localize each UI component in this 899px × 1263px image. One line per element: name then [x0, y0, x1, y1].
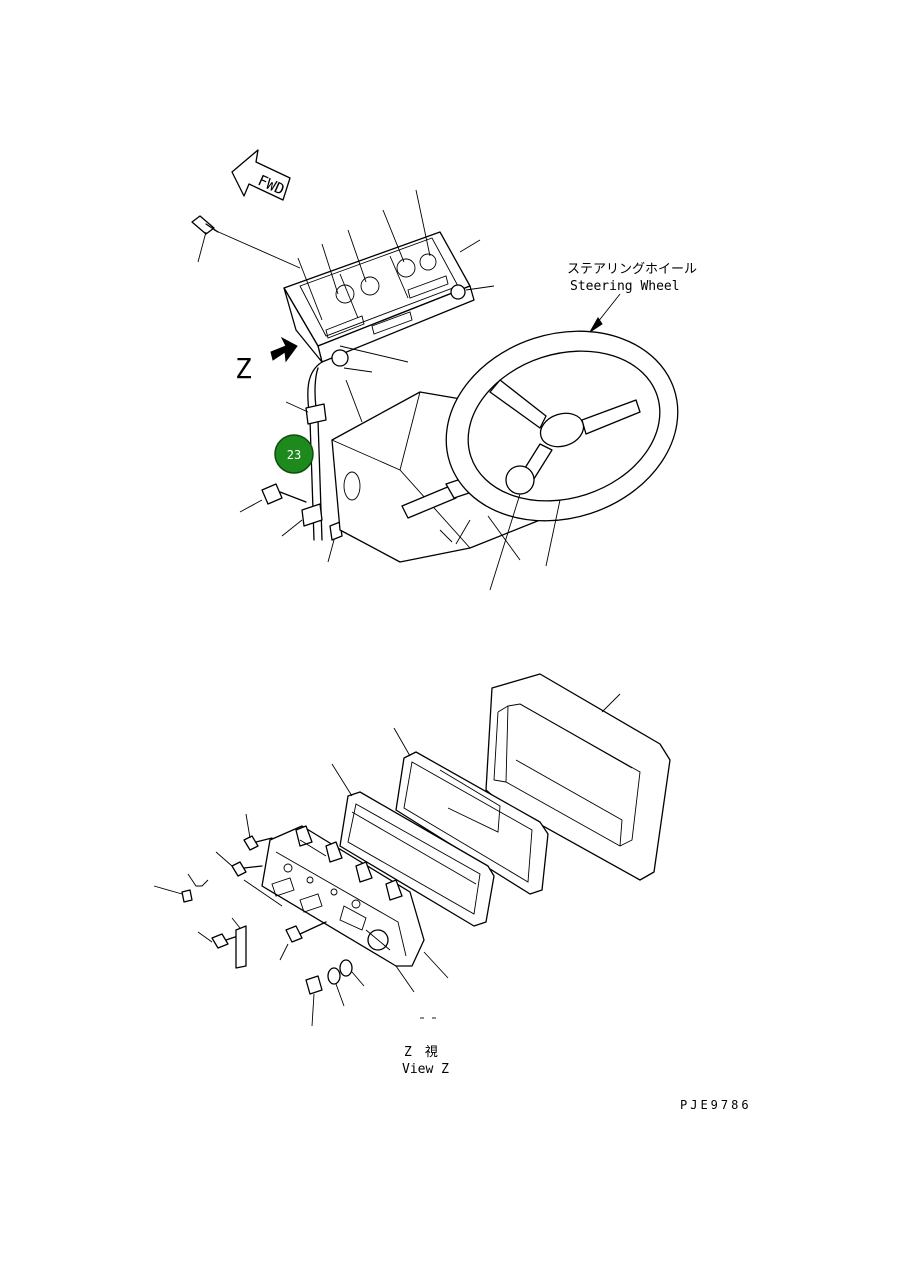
panel-cover [485, 673, 671, 881]
gasket [393, 727, 549, 895]
clamp-bolt-icon [239, 483, 343, 563]
lens-glass [331, 763, 495, 927]
view-direction-arrow-icon [270, 336, 298, 363]
fwd-arrow-icon: FWD [231, 149, 291, 201]
steering-wheel-label-en: Steering Wheel [570, 279, 680, 294]
callout-23-badge: 23 [274, 434, 314, 474]
steering-wheel [445, 293, 679, 591]
instrument-panel [283, 231, 475, 367]
steering-wheel-label-jp: ステアリングホイール [567, 262, 697, 277]
view-z-letter: Z [235, 352, 252, 385]
drawing-code: PJE9786 [680, 1098, 752, 1112]
bolt-icon [191, 215, 301, 269]
meter-base-board [261, 825, 449, 993]
callout-23-number: 23 [287, 448, 301, 462]
view-z-caption-en: View Z [402, 1062, 449, 1077]
view-z-caption-jp: Z 視 [404, 1045, 438, 1060]
screws-hardware [153, 813, 327, 969]
panel-leader-lines [297, 189, 495, 373]
cable [285, 361, 327, 541]
nut-washer-icon [305, 959, 365, 1027]
